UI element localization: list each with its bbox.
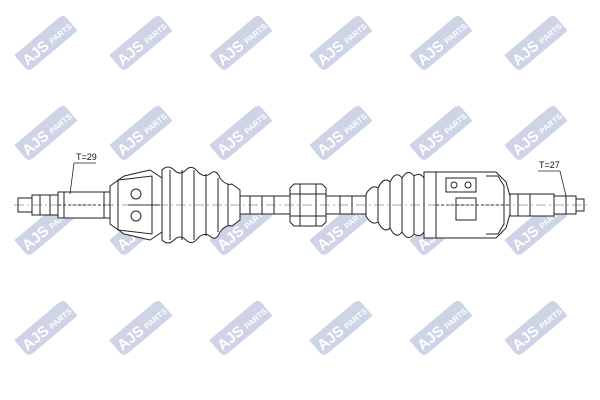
right-spline-label: T=27 (539, 160, 560, 170)
watermark-badge (309, 201, 373, 255)
left-spline-callout (69, 162, 96, 195)
watermark-badge (109, 301, 173, 355)
watermark-badge (14, 301, 78, 355)
watermark-badge (209, 106, 273, 160)
left-stub-axle (17, 191, 111, 219)
watermark-badge (409, 16, 473, 70)
watermark-badge (504, 301, 568, 355)
watermark-badge (14, 106, 78, 160)
main-shaft (239, 195, 291, 215)
watermark-badge (309, 301, 373, 355)
right-spline-callout (538, 170, 567, 197)
watermark-badge (309, 16, 373, 70)
watermark-badge (14, 16, 78, 70)
watermark-badge (209, 201, 273, 255)
left-spline-label: T=29 (76, 152, 97, 162)
watermark-badge (409, 301, 473, 355)
watermark-badge (109, 16, 173, 70)
watermark-badge (209, 301, 273, 355)
watermark-badge (209, 16, 273, 70)
watermark-badge (309, 106, 373, 160)
watermark-badge (109, 106, 173, 160)
watermark-badge (504, 106, 568, 160)
watermark-badge (504, 16, 568, 70)
drive-shaft (14, 166, 590, 244)
watermark-badge (409, 106, 473, 160)
